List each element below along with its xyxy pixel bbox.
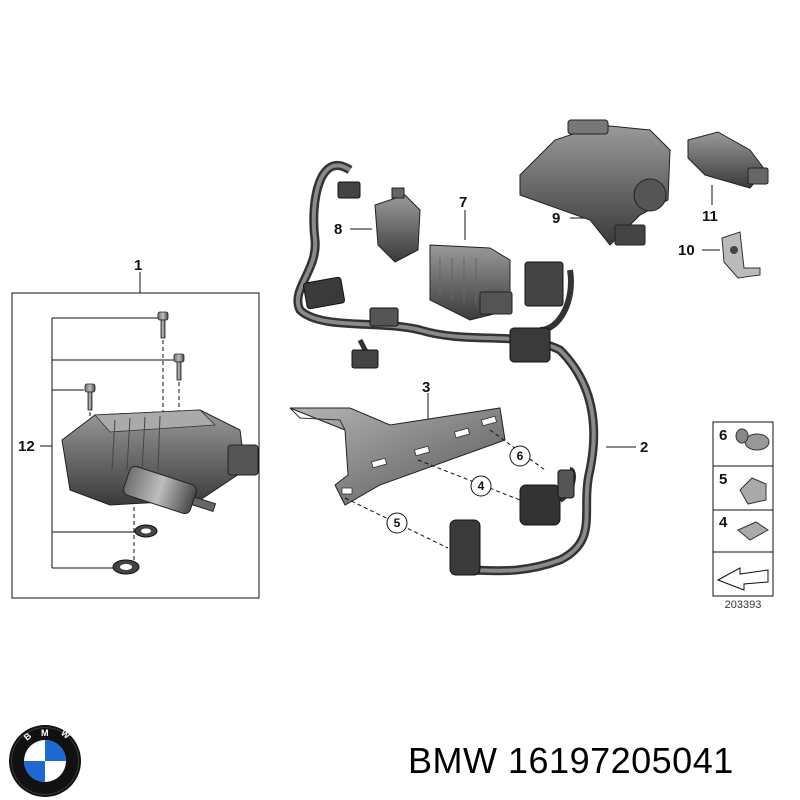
callout-7: 7	[459, 194, 467, 211]
svg-text:M: M	[41, 728, 49, 738]
circled-callout-4: 4	[478, 479, 485, 493]
callout-2: 2	[640, 439, 648, 456]
svg-text:B: B	[22, 730, 34, 742]
control-unit	[429, 210, 513, 321]
sensor-8	[350, 187, 421, 263]
brand-name: BMW	[408, 740, 498, 781]
circled-callouts: 6 4 5	[386, 445, 531, 534]
bmw-logo: B M W	[9, 725, 81, 797]
callout-labels: 1 2 3 7 8 9 10 11 12	[18, 194, 718, 456]
legend-label-5: 5	[719, 471, 727, 488]
callout-8: 8	[334, 221, 342, 238]
circled-callout-5: 5	[394, 516, 401, 530]
module-assembly	[11, 272, 260, 599]
legend-panel: 6 5 4 203393	[712, 421, 774, 611]
canister-9	[519, 119, 671, 246]
callout-9: 9	[552, 210, 560, 227]
callout-1: 1	[134, 257, 142, 274]
part-caption: BMW 16197205041	[408, 740, 734, 782]
callout-12: 12	[18, 438, 35, 455]
legend-label-4: 4	[719, 514, 728, 531]
callout-3: 3	[422, 379, 430, 396]
legend-label-6: 6	[719, 427, 727, 444]
clip-10	[702, 231, 761, 279]
part-number: 16197205041	[508, 740, 734, 781]
reference-number: 203393	[725, 599, 762, 611]
sensor-11	[687, 131, 769, 205]
circled-callout-6: 6	[517, 449, 524, 463]
wiring-harness	[293, 161, 636, 576]
callout-10: 10	[678, 242, 695, 259]
mounting-bracket	[289, 393, 546, 549]
callout-11: 11	[702, 208, 718, 225]
